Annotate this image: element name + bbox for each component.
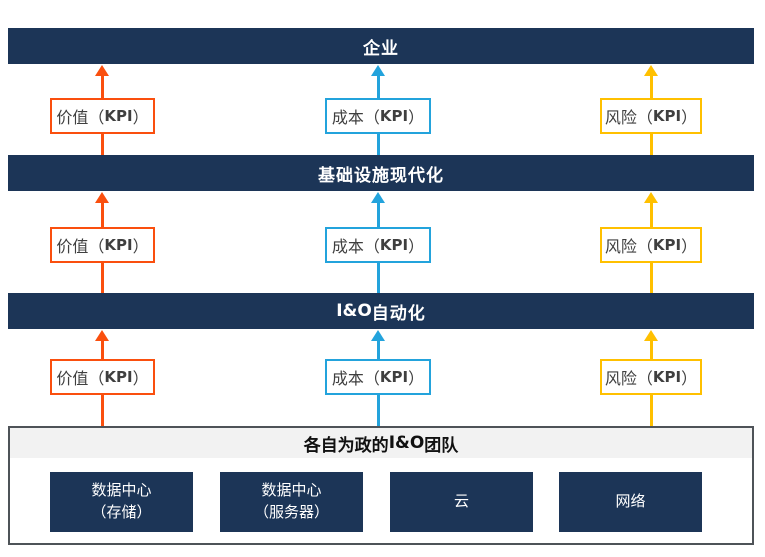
kpi-risk-prefix: 风险（ [604,237,653,256]
kpi-cost-prefix: 成本（ [331,108,380,127]
kpi-value-suffix: ） [132,369,149,388]
up-arrow-head-cost-3 [371,330,385,341]
team-box-line1: 数据中心 [261,481,322,500]
kpi-box-risk-2: 风险（KPI） [600,227,702,263]
arrow-shaft-value-2-lower [101,263,104,293]
silo-title-prefix: 各自为政的 [303,435,389,456]
team-box-datacenter-servers: 数据中心 （服务器） [220,472,363,532]
arrow-shaft-value-2-upper [101,202,104,227]
kpi-cost-prefix: 成本（ [331,237,380,256]
arrow-shaft-value-3-lower [101,395,104,426]
arrow-shaft-value-1-lower [101,134,104,155]
team-box-line1: 网络 [615,492,646,511]
up-arrow-head-risk-2 [644,192,658,203]
kpi-value-bold: KPI [104,107,133,125]
level-bar-enterprise: 企业 [8,28,754,64]
level-bar-io-automation-bold: I&O [336,301,372,321]
kpi-cost-suffix: ） [408,108,425,127]
kpi-risk-suffix: ） [681,237,698,256]
up-arrow-head-value-3 [95,330,109,341]
up-arrow-head-risk-3 [644,330,658,341]
arrow-shaft-risk-3-lower [650,395,653,426]
arrow-shaft-risk-2-upper [650,202,653,227]
level-bar-infrastructure-modernization: 基础设施现代化 [8,155,754,191]
level-bar-infrastructure-modernization-label: 基础设施现代化 [318,165,444,186]
kpi-cost-bold: KPI [379,236,409,254]
kpi-cost-suffix: ） [408,369,425,388]
kpi-box-value-3: 价值（KPI） [50,359,155,395]
kpi-cost-suffix: ） [408,237,425,256]
kpi-value-prefix: 价值（ [56,108,105,127]
kpi-risk-prefix: 风险（ [604,369,653,388]
kpi-value-suffix: ） [132,237,149,256]
kpi-cost-bold: KPI [379,107,409,125]
kpi-box-risk-1: 风险（KPI） [600,98,702,134]
kpi-box-cost-3: 成本（KPI） [325,359,431,395]
kpi-box-cost-2: 成本（KPI） [325,227,431,263]
up-arrow-head-risk-1 [644,65,658,76]
team-box-cloud: 云 [390,472,533,532]
level-bar-enterprise-label: 企业 [363,38,399,59]
team-box-line1: 数据中心 [91,481,152,500]
arrow-shaft-cost-1-lower [377,134,380,155]
kpi-value-bold: KPI [104,368,133,386]
level-bar-io-automation-rest: 自动化 [371,303,426,324]
kpi-risk-bold: KPI [652,236,682,254]
kpi-box-cost-1: 成本（KPI） [325,98,431,134]
kpi-value-bold: KPI [104,236,133,254]
kpi-risk-suffix: ） [681,108,698,127]
arrow-shaft-risk-2-lower [650,263,653,293]
arrow-shaft-value-3-upper [101,340,104,359]
kpi-risk-suffix: ） [681,369,698,388]
kpi-value-suffix: ） [132,108,149,127]
arrow-shaft-cost-1-upper [377,75,380,98]
up-arrow-head-value-2 [95,192,109,203]
team-box-line2: （服务器） [253,503,329,521]
silo-title-suffix: 团队 [424,435,459,456]
kpi-risk-prefix: 风险（ [604,108,653,127]
arrow-shaft-cost-3-upper [377,340,380,359]
team-box-line1: 云 [453,492,469,511]
kpi-risk-bold: KPI [652,368,682,386]
arrow-shaft-risk-1-upper [650,75,653,98]
arrow-shaft-risk-3-upper [650,340,653,359]
arrow-shaft-cost-3-lower [377,395,380,426]
kpi-cost-prefix: 成本（ [331,369,380,388]
kpi-box-value-2: 价值（KPI） [50,227,155,263]
kpi-value-prefix: 价值（ [56,369,105,388]
kpi-box-value-1: 价值（KPI） [50,98,155,134]
kpi-risk-bold: KPI [652,107,682,125]
kpi-cost-bold: KPI [379,368,409,386]
team-box-network: 网络 [559,472,702,532]
up-arrow-head-cost-1 [371,65,385,76]
silo-title-bold: I&O [388,433,425,453]
kpi-box-risk-3: 风险（KPI） [600,359,702,395]
team-box-datacenter-storage: 数据中心 （存储） [50,472,193,532]
up-arrow-head-cost-2 [371,192,385,203]
team-box-line2: （存储） [91,503,152,521]
kpi-value-prefix: 价值（ [56,237,105,256]
up-arrow-head-value-1 [95,65,109,76]
arrow-shaft-cost-2-lower [377,263,380,293]
arrow-shaft-value-1-upper [101,75,104,98]
arrow-shaft-risk-1-lower [650,134,653,155]
arrow-shaft-cost-2-upper [377,202,380,227]
